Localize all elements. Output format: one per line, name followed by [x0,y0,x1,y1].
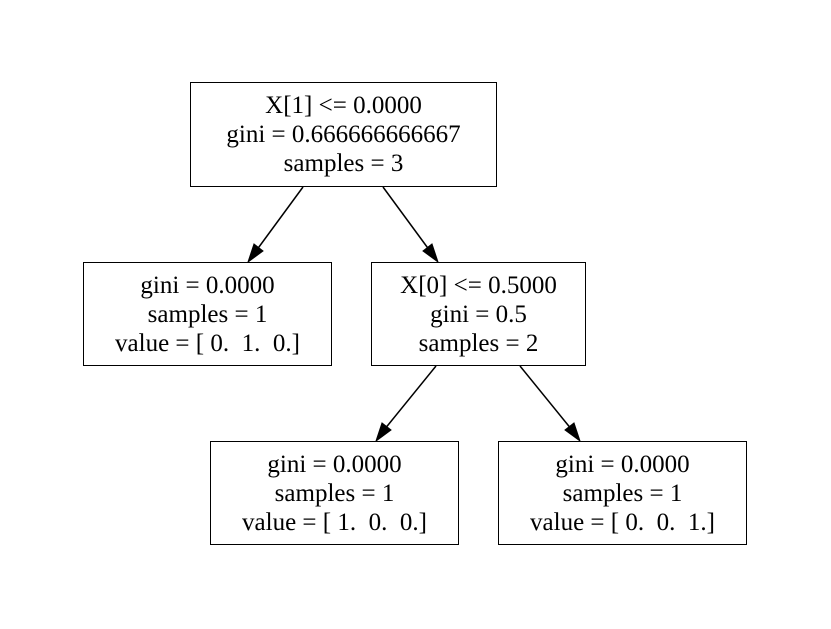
node-condition: X[1] <= 0.0000 [265,92,422,119]
node-samples: samples = 2 [418,329,539,357]
node-value: value = [ 0. 0. 1.] [530,508,715,536]
node-samples: samples = 3 [283,150,404,177]
arrowhead-root-to-left-leaf [247,243,264,264]
node-value: value = [ 0. 1. 0.] [115,329,300,357]
bottom-right-leaf-node: gini = 0.0000 samples = 1 value = [ 0. 0… [498,441,747,545]
node-value: value = [ 1. 0. 0.] [242,508,427,536]
node-samples: samples = 1 [147,300,268,328]
node-condition: X[0] <= 0.5000 [400,271,557,299]
node-gini: gini = 0.5 [430,300,527,328]
root-split-node: X[1] <= 0.0000 gini = 0.666666666667 sam… [190,82,497,187]
node-samples: samples = 1 [274,479,395,507]
node-gini: gini = 0.0000 [267,450,402,478]
node-gini: gini = 0.0000 [555,450,690,478]
node-gini: gini = 0.666666666667 [226,121,461,148]
node-samples: samples = 1 [562,479,683,507]
edge-split-to-right-leaf [519,365,573,431]
arrowhead-split-to-right-leaf [564,422,581,443]
left-leaf-node: gini = 0.0000 samples = 1 value = [ 0. 1… [83,262,332,366]
bottom-left-leaf-node: gini = 0.0000 samples = 1 value = [ 1. 0… [210,441,459,545]
arrowhead-split-to-left-leaf [375,422,392,443]
arrowhead-root-to-split-node [422,243,439,264]
inner-split-node: X[0] <= 0.5000 gini = 0.5 samples = 2 [371,262,586,366]
edge-root-to-split-node [382,186,431,252]
node-gini: gini = 0.0000 [140,271,275,299]
edge-root-to-left-leaf [255,186,304,252]
edge-split-to-left-leaf [383,365,437,431]
